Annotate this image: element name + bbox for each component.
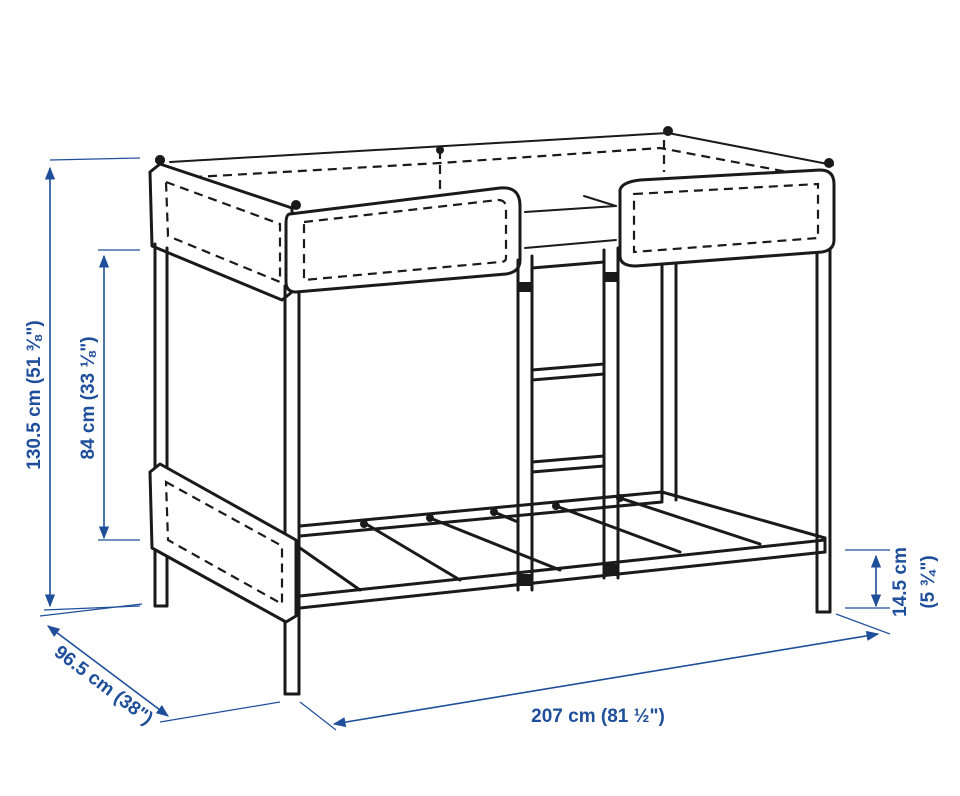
total-height-dimension: 130.5 cm (51 ⅜")	[24, 157, 141, 611]
depth-dimension: 96.5 cm (38")	[39, 603, 281, 730]
left-end-lower-panel	[148, 462, 298, 624]
upper-bed-rails	[524, 195, 617, 249]
depth-label: 96.5 cm (38")	[50, 642, 157, 730]
back-legs	[660, 260, 678, 502]
upper-bed-height-label: 84 cm (33 ⅛")	[78, 336, 99, 459]
clearance-dimension: 14.5 cm (5 ¾")	[845, 547, 939, 617]
right-legs	[815, 238, 832, 614]
total-height-label: 130.5 cm (51 ⅜")	[24, 320, 45, 470]
lower-bed-slats	[298, 494, 762, 592]
upper-bed-height-dimension: 84 cm (33 ⅛")	[78, 249, 140, 541]
length-label: 207 cm (81 ½")	[531, 706, 665, 727]
left-end-upper-panel	[148, 155, 294, 302]
left-front-leg	[283, 284, 301, 696]
lower-bed-frame	[298, 490, 827, 610]
clearance-cm-label: 14.5 cm	[890, 547, 911, 617]
front-upper-guard-right	[618, 168, 836, 268]
ladder	[516, 246, 620, 592]
length-dimension: 207 cm (81 ½")	[299, 613, 891, 731]
bunk-bed-illustration	[148, 126, 836, 696]
clearance-in-label: (5 ¾")	[918, 555, 939, 608]
front-upper-guard-left	[284, 186, 522, 294]
